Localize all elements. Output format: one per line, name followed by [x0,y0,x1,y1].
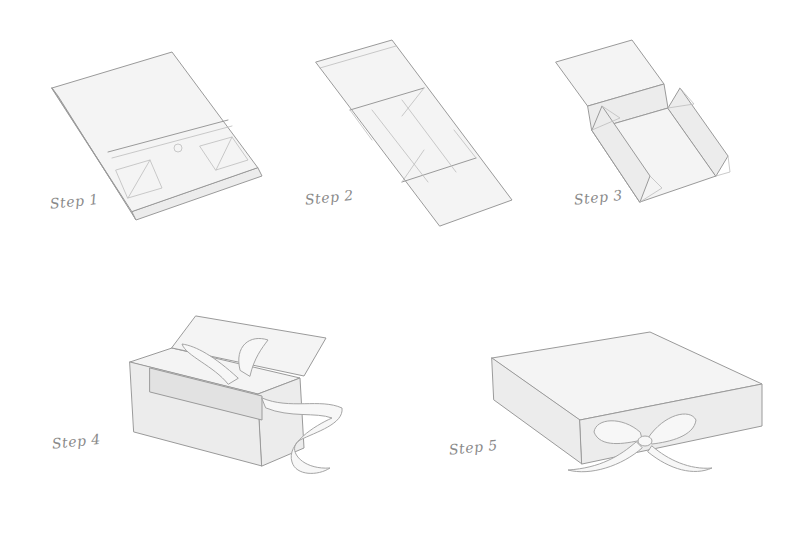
step-label: Step 2 [302,187,356,208]
step-label: Step 5 [446,437,500,458]
step-4-figure [130,316,342,473]
step-5-figure [492,332,762,472]
step-label: Step 3 [571,187,625,208]
step-3-figure [556,40,730,202]
step-label: Step 1 [47,191,101,212]
step-label: Step 4 [49,431,103,452]
